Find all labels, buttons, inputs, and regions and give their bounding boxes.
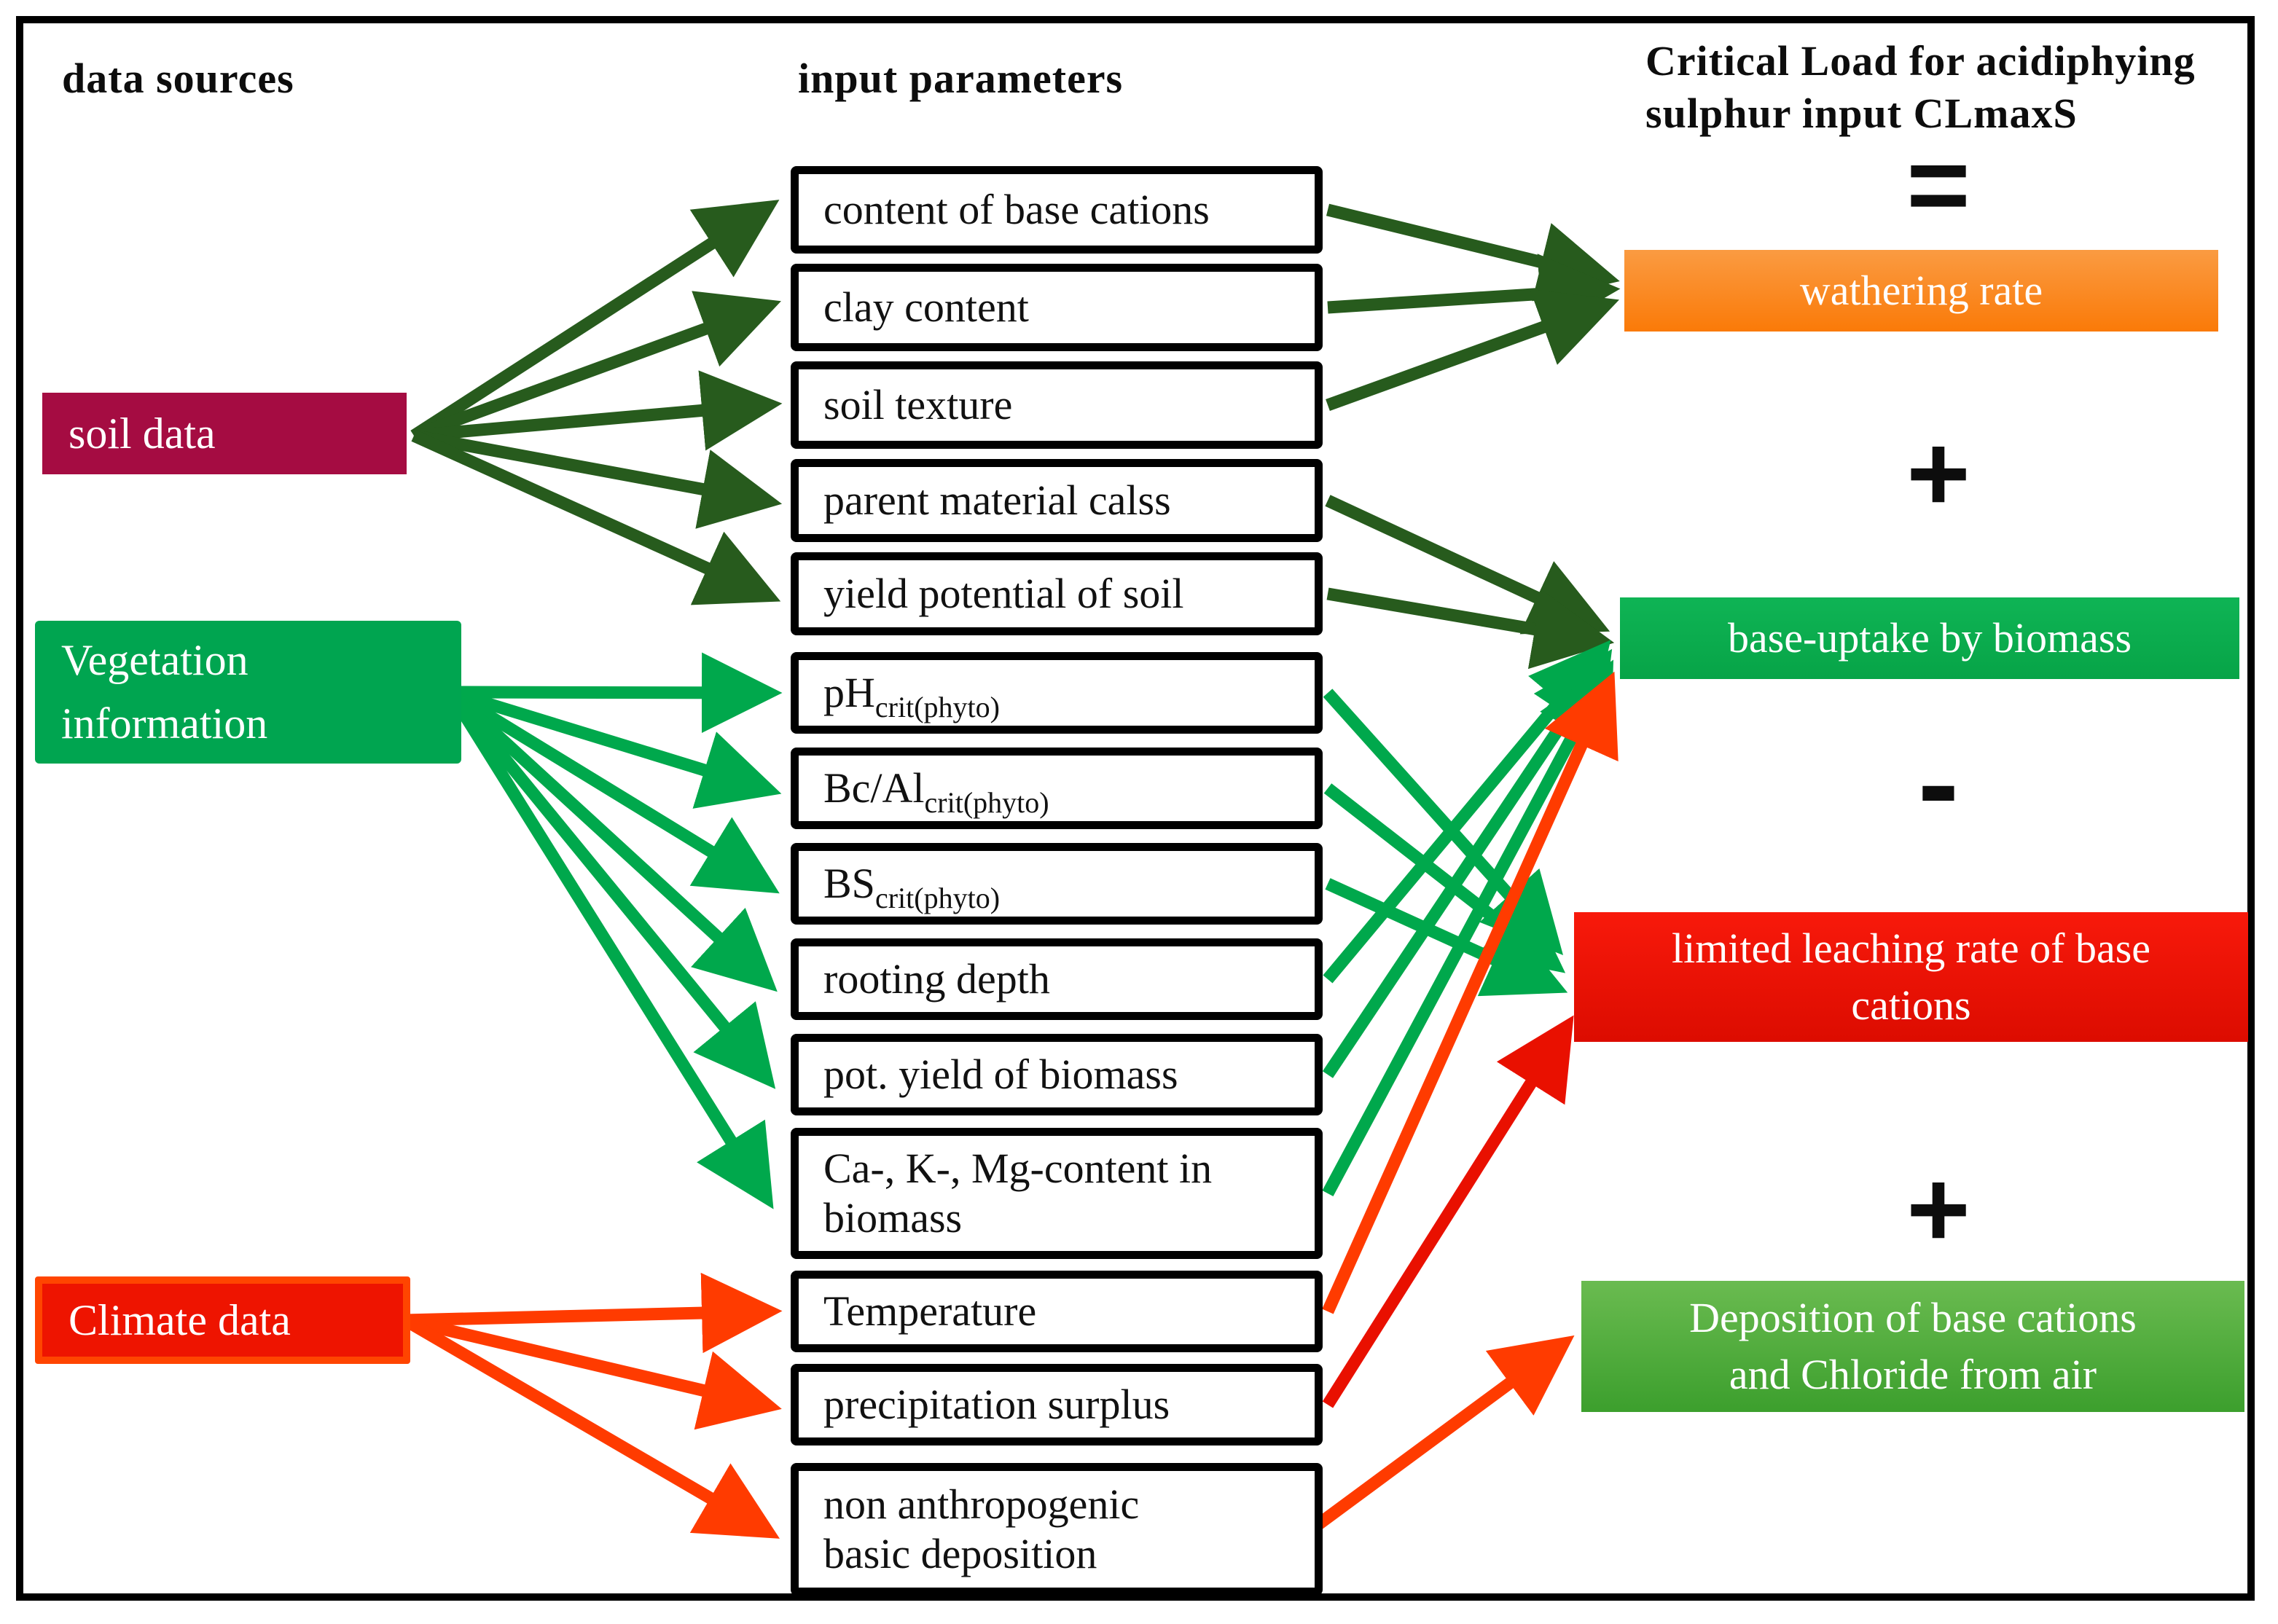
header-critical-load-line2: sulphur input CLmaxS — [1645, 89, 2078, 137]
plus-sign-2: + — [1906, 1148, 1970, 1270]
param-main: BS — [823, 859, 875, 907]
param-label: parent material calss — [823, 476, 1171, 524]
deposition-label-line2: and Chloride from air — [1729, 1351, 2097, 1398]
source-box-soil-data: soil data — [42, 393, 407, 474]
param-label: content of base cations — [823, 185, 1210, 233]
param-box-temperature: Temperature — [791, 1271, 1323, 1352]
param-main: pH — [823, 668, 875, 716]
result-box-deposition: Deposition of base cations and Chloride … — [1581, 1281, 2244, 1412]
param-box-clay-content: clay content — [791, 264, 1323, 351]
header-critical-load: Critical Load for acidiphying sulphur in… — [1645, 35, 2250, 140]
param-box-content-of-base-cations: content of base cations — [791, 166, 1323, 254]
param-subscript: crit(phyto) — [874, 690, 1000, 723]
arrow-non-anthropogenic-to-deposition — [1307, 1335, 1575, 1534]
result-box-weathering-rate: wathering rate — [1624, 250, 2218, 332]
arrow-climate-to-precipitation — [404, 1314, 782, 1430]
arrow-clay-to-weathering — [1327, 254, 1621, 334]
arrow-soil-to-clay-content — [412, 291, 781, 442]
param-box-non-anthropogenic-deposition: non anthropogenic basic deposition — [791, 1463, 1323, 1596]
param-main: Bc/Al — [823, 764, 925, 812]
source-box-climate-data: Climate data — [35, 1276, 410, 1364]
outer-frame — [16, 16, 2255, 1601]
base-uptake-label: base-uptake by biomass — [1727, 613, 2132, 662]
arrow-climate-to-temperature — [404, 1272, 783, 1354]
param-subscript: crit(phyto) — [924, 785, 1049, 819]
param-box-pot-yield-of-biomass: pot. yield of biomass — [791, 1034, 1323, 1115]
param-label: yield potential of soil — [823, 569, 1184, 617]
header-data-sources: data sources — [62, 55, 294, 102]
deposition-label-line1: Deposition of base cations — [1689, 1293, 2137, 1341]
param-box-parent-material-class: parent material calss — [791, 459, 1323, 542]
param-label: pHcrit(phyto) — [823, 668, 1000, 723]
result-box-base-uptake: base-uptake by biomass — [1620, 597, 2239, 679]
header-critical-load-line1: Critical Load for acidiphying — [1645, 37, 2196, 85]
param-label: precipitation surplus — [823, 1380, 1170, 1428]
param-label-line1: non anthropogenic — [823, 1480, 1140, 1528]
arrow-soil-to-soil-texture — [413, 370, 783, 451]
param-box-ph-crit-phyto: pHcrit(phyto) — [791, 652, 1323, 734]
arrow-yield-potential-to-uptake — [1326, 587, 1615, 670]
param-box-rooting-depth: rooting depth — [791, 938, 1323, 1020]
arrow-ca-k-mg-to-uptake — [1322, 659, 1614, 1197]
arrow-precipitation-to-leaching — [1322, 1015, 1574, 1408]
leaching-label-line2: cations — [1851, 981, 1971, 1029]
result-box-limited-leaching: limited leaching rate of base cations — [1574, 912, 2248, 1042]
arrow-temperature-to-uptake — [1322, 671, 1619, 1314]
minus-sign: - — [1917, 714, 1960, 852]
climate-data-label: Climate data — [69, 1296, 291, 1344]
param-box-soil-texture: soil texture — [791, 361, 1323, 449]
param-label: pot. yield of biomass — [823, 1050, 1178, 1098]
param-label: BScrit(phyto) — [823, 859, 1000, 914]
vegetation-label: Vegetation information — [61, 629, 267, 756]
arrow-veg-to-pot-yield — [445, 688, 776, 1089]
param-label: Ca-, K-, Mg-content in biomass — [823, 1144, 1212, 1244]
arrow-veg-to-bs — [447, 686, 780, 894]
vegetation-label-line2: information — [61, 699, 268, 748]
param-label: clay content — [823, 283, 1029, 331]
equals-sign: = — [1906, 123, 1970, 246]
param-label-line1: Ca-, K-, Mg-content in — [823, 1144, 1213, 1192]
arrow-soil-to-base-cations — [410, 200, 780, 442]
param-box-ca-k-mg-content: Ca-, K-, Mg-content in biomass — [791, 1128, 1323, 1259]
leaching-label-line1: limited leaching rate of base — [1671, 924, 2151, 972]
arrow-soil-to-yield-potential — [411, 430, 781, 605]
plus-sign-1: + — [1906, 412, 1970, 534]
param-box-bc-al-crit-phyto: Bc/Alcrit(phyto) — [791, 748, 1323, 829]
param-box-precipitation-surplus: precipitation surplus — [791, 1364, 1323, 1445]
param-box-bs-crit-phyto: BScrit(phyto) — [791, 843, 1323, 925]
param-label: Temperature — [823, 1287, 1037, 1335]
arrow-base-cations-to-weathering — [1326, 203, 1620, 302]
param-label: Bc/Alcrit(phyto) — [823, 764, 1049, 819]
param-box-yield-potential-of-soil: yield potential of soil — [791, 552, 1323, 635]
param-label: rooting depth — [823, 954, 1050, 1003]
arrow-texture-to-weathering — [1326, 289, 1619, 411]
arrow-bs-to-leaching — [1325, 878, 1568, 997]
arrow-veg-to-ph — [450, 652, 783, 734]
soil-data-label: soil data — [69, 409, 216, 458]
arrow-climate-to-non-anthropogenic — [402, 1314, 780, 1539]
source-box-vegetation-information: Vegetation information — [35, 621, 461, 764]
arrow-veg-to-ca-k-mg — [445, 689, 774, 1209]
param-label: non anthropogenic basic deposition — [823, 1480, 1139, 1580]
arrow-soil-to-parent-material — [412, 429, 783, 529]
weathering-rate-label: wathering rate — [1799, 266, 2043, 314]
header-input-parameters: input parameters — [798, 55, 1124, 102]
arrow-veg-to-bcal — [448, 686, 782, 809]
param-label-line2: biomass — [823, 1194, 963, 1241]
param-label-line2: basic deposition — [823, 1530, 1097, 1577]
param-subscript: crit(phyto) — [874, 881, 1001, 914]
vegetation-label-line1: Vegetation — [61, 636, 248, 684]
param-label: soil texture — [823, 380, 1013, 428]
arrow-veg-to-rooting-depth — [446, 687, 778, 992]
